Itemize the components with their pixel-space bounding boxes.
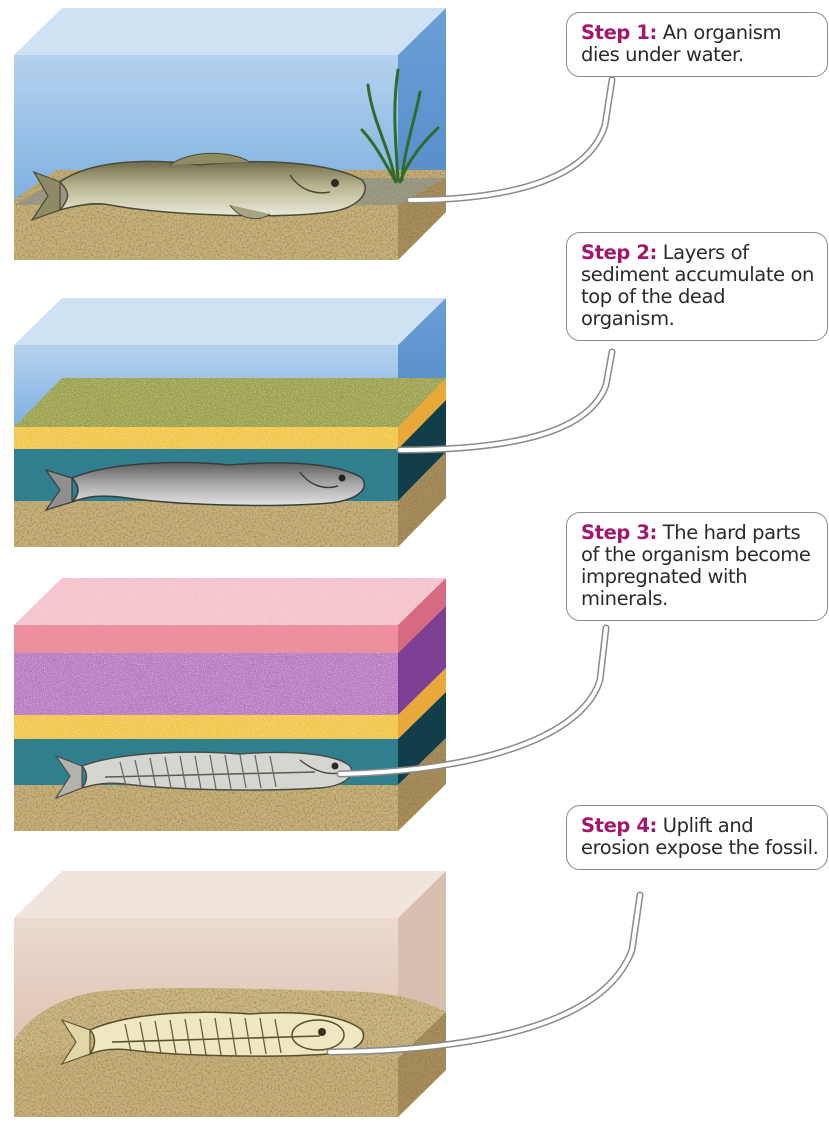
stage-3-block xyxy=(14,578,446,831)
stage-2-block xyxy=(14,298,446,547)
step-1-label: Step 1: xyxy=(581,21,657,44)
step-3-label: Step 3: xyxy=(581,521,657,544)
stage-1-block xyxy=(14,8,446,260)
step-3-callout: Step 3: The hard parts of the organism b… xyxy=(566,512,828,621)
step-4-callout: Step 4: Uplift and erosion expose the fo… xyxy=(566,805,828,870)
step-2-callout: Step 2: Layers of sediment accumulate on… xyxy=(566,232,828,341)
step-1-callout: Step 1: An organism dies under water. xyxy=(566,12,828,77)
stage-4-block xyxy=(14,871,446,1117)
step-4-label: Step 4: xyxy=(581,814,657,837)
step-2-label: Step 2: xyxy=(581,241,657,264)
